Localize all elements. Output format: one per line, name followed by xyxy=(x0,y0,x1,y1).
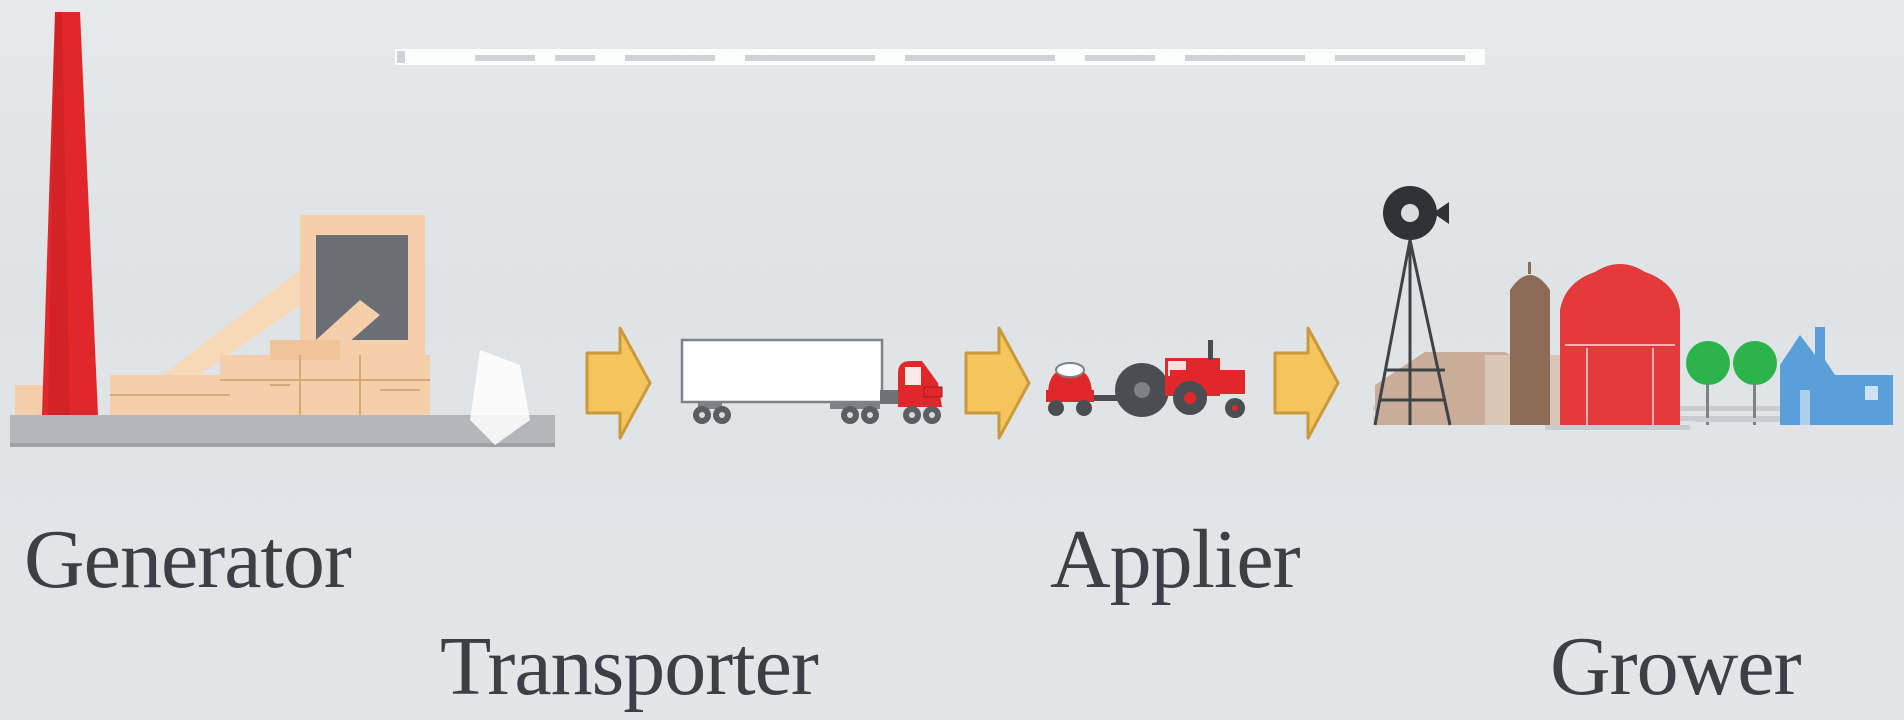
tractor-spreader-icon xyxy=(1040,330,1255,430)
stage-label-applier: Applier xyxy=(1050,518,1300,602)
right-arrow-icon xyxy=(584,325,654,445)
stage-label-grower: Grower xyxy=(1550,625,1801,709)
farm-icon xyxy=(1365,180,1904,440)
stage-label-generator: Generator xyxy=(24,518,351,602)
right-arrow-icon xyxy=(963,325,1033,445)
right-arrow-icon xyxy=(1272,325,1342,445)
power-plant-icon xyxy=(0,0,560,460)
truck-icon xyxy=(680,335,945,435)
stage-label-transporter: Transporter xyxy=(440,625,818,709)
